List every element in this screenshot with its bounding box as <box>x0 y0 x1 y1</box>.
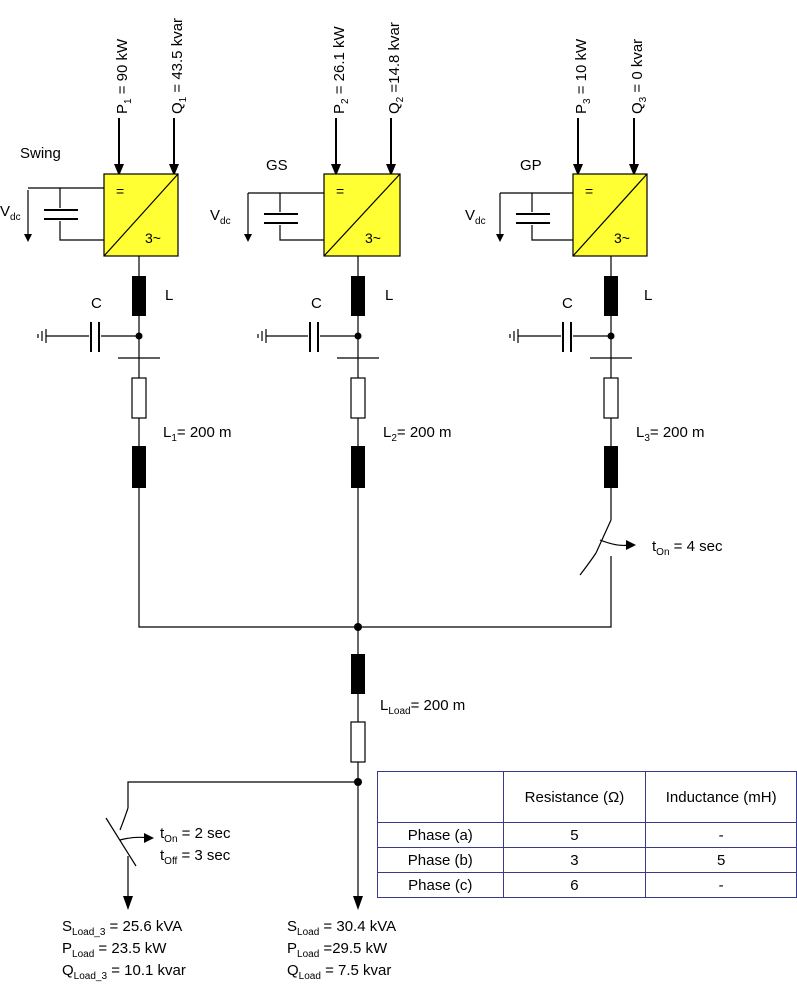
load-line-resistor <box>350 721 366 763</box>
vdc-1-label: Vdc <box>0 203 21 223</box>
ground-1-icon <box>37 329 47 343</box>
table-cell-inductance: 5 <box>645 847 797 873</box>
gs-label: GS <box>266 157 288 174</box>
filter-inductor-1 <box>132 276 146 316</box>
switch-load3 <box>105 807 154 867</box>
load3-q-label: QLoad_3 = 10.1 kvar <box>62 962 186 982</box>
p2-label: P2 = 26.1 kW <box>331 25 351 114</box>
filter-inductor-3 <box>604 276 618 316</box>
branch-swing: P1 = 90 kW Q1 = 43.5 kvar Swing Vdc = 3~… <box>0 18 359 628</box>
table-cell-resistance: 6 <box>502 872 647 898</box>
load-line-inductor <box>351 654 365 694</box>
load-p-label: PLoad =29.5 kW <box>287 940 388 960</box>
q2-arrowhead <box>386 164 396 176</box>
load-s-label: SLoad = 30.4 kVA <box>287 918 396 938</box>
p3-label: P3 = 10 kW <box>573 38 593 114</box>
inverter-2-ac-symbol: 3~ <box>365 230 381 246</box>
inverter-3-diagonal <box>572 173 648 257</box>
p1-arrowhead <box>114 164 124 176</box>
filter-l-3-label: L <box>644 287 652 304</box>
p3-arrowhead <box>573 164 583 176</box>
table-cell-phase: Phase (b) <box>377 847 504 873</box>
line-3-label: L3= 200 m <box>636 424 705 444</box>
line-2-label: L2= 200 m <box>383 424 452 444</box>
table-cell-resistance: 3 <box>502 847 647 873</box>
table-header-cell <box>377 771 504 823</box>
gp-label: GP <box>520 157 542 174</box>
branch-gp: P3 = 10 kW Q3 = 0 kvar GP Vdc = 3~ L C <box>358 38 723 628</box>
wire-load3 <box>127 781 358 808</box>
dc-link-2-top <box>279 192 324 212</box>
line-1-label: L1= 200 m <box>163 424 232 444</box>
dc-link-2-bottom <box>279 225 324 241</box>
vdc-2-arrowhead <box>244 234 252 242</box>
table-cell-inductance: - <box>645 822 797 848</box>
inverter-1-diagonal <box>103 173 179 257</box>
inverter-1-ac-symbol: 3~ <box>145 230 161 246</box>
dc-link-3-bottom <box>531 225 573 241</box>
table-row: Phase (c) 6 - <box>377 872 797 898</box>
inverter-2-dc-symbol: = <box>336 183 344 199</box>
dc-link-1-bottom <box>59 221 104 241</box>
table-row: Phase (a) 5 - <box>377 822 797 848</box>
table-row: Phase (b) 3 5 <box>377 847 797 873</box>
load-line-label: LLoad= 200 m <box>380 697 465 717</box>
filter-inductor-2 <box>351 276 365 316</box>
filter-c-3-label: C <box>562 295 573 312</box>
p2-arrowhead <box>331 164 341 176</box>
wire-3-to-bus <box>358 556 612 628</box>
ground-3-icon <box>509 329 519 343</box>
p1-label: P1 = 90 kW <box>114 38 134 114</box>
inverter-3-ac-symbol: 3~ <box>614 230 630 246</box>
table-cell-phase: Phase (c) <box>377 872 504 898</box>
dc-link-3-top <box>531 192 573 212</box>
line-resistor-1 <box>131 377 147 419</box>
vdc-3-arrowhead <box>496 234 504 242</box>
table-cell-phase: Phase (a) <box>377 822 504 848</box>
branch-gs: P2 = 26.1 kW Q2 =14.8 kvar GS Vdc = 3~ L… <box>210 22 452 627</box>
q1-label: Q1 = 43.5 kvar <box>169 18 189 114</box>
table-cell-resistance: 5 <box>502 822 647 848</box>
switch-gp <box>579 519 636 576</box>
inverter-2-diagonal <box>323 173 401 257</box>
load3-arrowhead <box>123 896 133 910</box>
line-inductor-3 <box>604 446 618 488</box>
filter-l-2-label: L <box>385 287 393 304</box>
switch-gp-label: tOn = 4 sec <box>652 538 723 558</box>
filter-l-1-label: L <box>165 287 173 304</box>
load3-s-label: SLoad_3 = 25.6 kVA <box>62 918 182 938</box>
line-resistor-2 <box>350 377 366 419</box>
switch-load3-on-label: tOn = 2 sec <box>160 825 231 845</box>
load3-p-label: PLoad = 23.5 kW <box>62 940 167 960</box>
table-header-row: Resistance (Ω) Inductance (mH) <box>377 771 797 823</box>
line-inductor-2 <box>351 446 365 488</box>
table-header-inductance: Inductance (mH) <box>645 771 797 823</box>
filter-c-1-label: C <box>91 295 102 312</box>
vdc-1-arrowhead <box>24 234 32 242</box>
q3-arrowhead <box>629 164 639 176</box>
ground-2-icon <box>257 329 267 343</box>
swing-label: Swing <box>20 145 61 162</box>
switch-load3-off-label: tOff = 3 sec <box>160 847 231 867</box>
vdc-2-label: Vdc <box>210 207 231 227</box>
vdc-3-label: Vdc <box>465 207 486 227</box>
q2-label: Q2 =14.8 kvar <box>386 22 406 114</box>
load-q-label: QLoad = 7.5 kvar <box>287 962 391 982</box>
inverter-1-dc-symbol: = <box>116 183 124 199</box>
wire-1-to-bus <box>138 488 359 628</box>
inverter-3-dc-symbol: = <box>585 183 593 199</box>
load-main-arrowhead <box>353 896 363 910</box>
table-header-resistance: Resistance (Ω) <box>502 771 647 823</box>
filter-c-2-label: C <box>311 295 322 312</box>
line-inductor-1 <box>132 446 146 488</box>
dc-link-1-top <box>59 187 104 208</box>
table-cell-inductance: - <box>645 872 797 898</box>
load-impedance-table: Resistance (Ω) Inductance (mH) Phase (a)… <box>377 771 797 898</box>
q3-label: Q3 = 0 kvar <box>629 39 649 114</box>
line-resistor-3 <box>603 377 619 419</box>
q1-arrowhead <box>169 164 179 176</box>
